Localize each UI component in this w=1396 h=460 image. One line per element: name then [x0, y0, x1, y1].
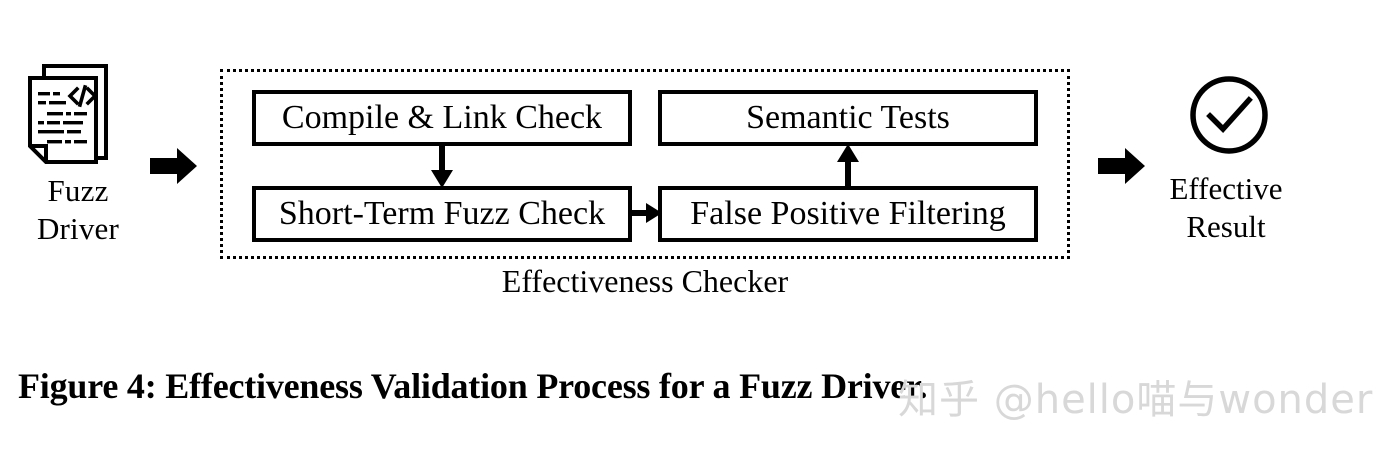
fuzz-driver-label-line1: Fuzz — [47, 173, 109, 208]
arrow-down-icon — [430, 144, 454, 188]
process-box-label: Compile & Link Check — [281, 99, 603, 136]
process-box-semantic-tests[interactable]: Semantic Tests — [658, 90, 1038, 146]
process-box-label: False Positive Filtering — [690, 195, 1006, 232]
effective-result-label-line2: Result — [1186, 209, 1266, 244]
effectiveness-checker-caption: Effectiveness Checker — [501, 263, 789, 299]
fuzz-driver-input: Fuzz Driver — [8, 60, 148, 260]
effective-result-output: Effective Result — [1155, 74, 1295, 264]
check-circle-icon — [1188, 74, 1270, 156]
process-box-false-positive-filtering[interactable]: False Positive Filtering — [658, 186, 1038, 242]
effective-result-label: Effective Result — [1151, 170, 1301, 246]
process-box-label: Short-Term Fuzz Check — [278, 195, 606, 232]
fuzz-driver-label-line2: Driver — [36, 211, 120, 246]
process-box-label: Semantic Tests — [746, 99, 950, 136]
block-arrow-right-input-icon — [150, 146, 198, 186]
arrow-up-icon — [836, 144, 860, 188]
process-box-compile-link-check[interactable]: Compile & Link Check — [252, 90, 632, 146]
arrow-right-icon — [630, 200, 662, 226]
block-arrow-right-output-icon — [1098, 146, 1146, 186]
effective-result-label-line1: Effective — [1169, 171, 1283, 206]
code-document-icon — [26, 62, 122, 170]
effectiveness-checker-container — [220, 69, 1070, 259]
fuzz-driver-label: Fuzz Driver — [8, 172, 148, 248]
process-box-short-term-fuzz-check[interactable]: Short-Term Fuzz Check — [252, 186, 632, 242]
figure-caption: Figure 4: Effectiveness Validation Proce… — [18, 366, 928, 406]
